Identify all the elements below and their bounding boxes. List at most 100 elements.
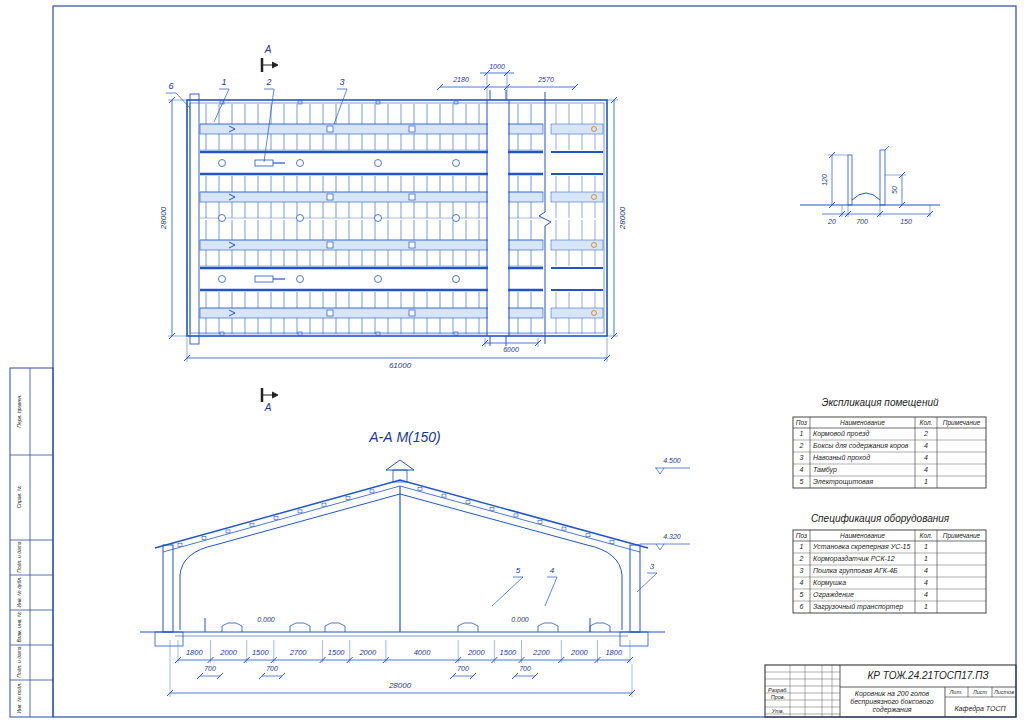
dimension-line: [822, 214, 930, 215]
table-cell: Кормушка: [813, 579, 846, 587]
stall-divider: [245, 104, 246, 124]
extension-line: [322, 640, 323, 663]
table-cell: 3: [800, 454, 804, 462]
title-rule: [765, 672, 840, 673]
dimension-text: 700: [204, 665, 216, 673]
column-post: [453, 160, 460, 167]
dimension-tick: [217, 673, 223, 679]
manure-alley: [551, 308, 603, 318]
stall-divider: [336, 134, 337, 150]
stall-divider: [297, 318, 298, 334]
stall-divider: [440, 220, 441, 240]
stall-divider: [323, 202, 324, 218]
stall-divider: [310, 104, 311, 124]
dimension-line: [262, 676, 282, 677]
stall-divider: [258, 250, 259, 266]
stall-divider: [414, 318, 415, 334]
table-cell: Установка скреперная УС-15: [813, 543, 910, 551]
dimension-tick: [259, 673, 265, 679]
stall-divider: [518, 250, 519, 266]
stall-divider: [582, 202, 583, 218]
stall-divider: [479, 176, 480, 192]
stall-divider: [582, 134, 583, 150]
stall-divider: [284, 292, 285, 308]
drinker: [327, 126, 333, 132]
stall-divider: [556, 202, 557, 218]
column-post: [453, 276, 460, 283]
stall-divider: [232, 176, 233, 192]
stall-divider: [479, 104, 480, 124]
stamp-line: [10, 645, 53, 646]
section-mark: А: [265, 44, 272, 56]
purlin: [226, 530, 230, 533]
stall-divider: [531, 202, 532, 218]
table-rule: [915, 417, 916, 488]
feed-trough: [551, 289, 603, 291]
stall-divider: [556, 250, 557, 266]
section-arrow: [272, 392, 278, 398]
stall-divider: [414, 250, 415, 266]
trough-wall: [848, 155, 852, 205]
callout-number: 5: [516, 566, 520, 575]
stall-divider: [375, 292, 376, 308]
column-post: [375, 276, 382, 283]
stall-divider: [297, 134, 298, 150]
table-rule: [937, 417, 938, 488]
stall-divider: [440, 250, 441, 266]
extension-line: [607, 338, 608, 362]
stall-divider: [569, 134, 570, 150]
stall-divider: [388, 250, 389, 266]
table-rule: [793, 577, 986, 578]
stall-divider: [232, 318, 233, 334]
portal-frame: [180, 494, 400, 630]
stall-divider: [556, 134, 557, 150]
table-cell: Кормораздатчик РСК-12: [813, 555, 895, 563]
stall-divider: [362, 104, 363, 124]
wall-window: [298, 101, 302, 104]
stall-divider: [427, 250, 428, 266]
stamp-text: Лит.: [950, 689, 963, 695]
table-header: Поз: [796, 419, 807, 426]
stamp-line: [10, 575, 53, 576]
direction-arrow: [229, 242, 235, 248]
stall-divider: [453, 292, 454, 308]
extension-line: [561, 640, 562, 663]
stall-rail: [590, 618, 591, 632]
column-post: [219, 276, 226, 283]
stall-divider: [284, 220, 285, 240]
stall-divider: [375, 318, 376, 334]
stall-divider: [310, 202, 311, 218]
stall-divider: [582, 104, 583, 124]
stall-divider: [310, 292, 311, 308]
dimension-text: 61000: [389, 361, 411, 370]
stall-divider: [440, 176, 441, 192]
extension-line: [597, 640, 598, 663]
stall-divider: [466, 176, 467, 192]
stall-divider: [595, 134, 596, 150]
stall-divider: [206, 292, 207, 308]
scraper-unit: [255, 276, 273, 282]
cross-passage: [488, 101, 508, 335]
leader-line: [264, 89, 274, 162]
drinker: [327, 194, 333, 200]
title-rule: [840, 687, 1016, 688]
stamp-line: [10, 680, 53, 681]
stall-divider: [595, 176, 596, 192]
stall-divider: [232, 220, 233, 240]
stamp-text: Инв. № дубл.: [17, 577, 23, 608]
stall-divider: [271, 250, 272, 266]
stall-divider: [479, 134, 480, 150]
dimension-text: 700: [266, 665, 278, 673]
extension-line: [170, 640, 171, 697]
stall-divider: [206, 250, 207, 266]
department-name: Кафедра ТОСП: [954, 705, 1005, 713]
stall-divider: [569, 220, 570, 240]
purlin: [442, 494, 446, 497]
stall-divider: [466, 318, 467, 334]
stall-divider: [556, 176, 557, 192]
stall-divider: [440, 292, 441, 308]
stall-divider: [323, 250, 324, 266]
stall-divider: [388, 220, 389, 240]
stall-divider: [595, 202, 596, 218]
feed-barrier: [538, 623, 558, 632]
